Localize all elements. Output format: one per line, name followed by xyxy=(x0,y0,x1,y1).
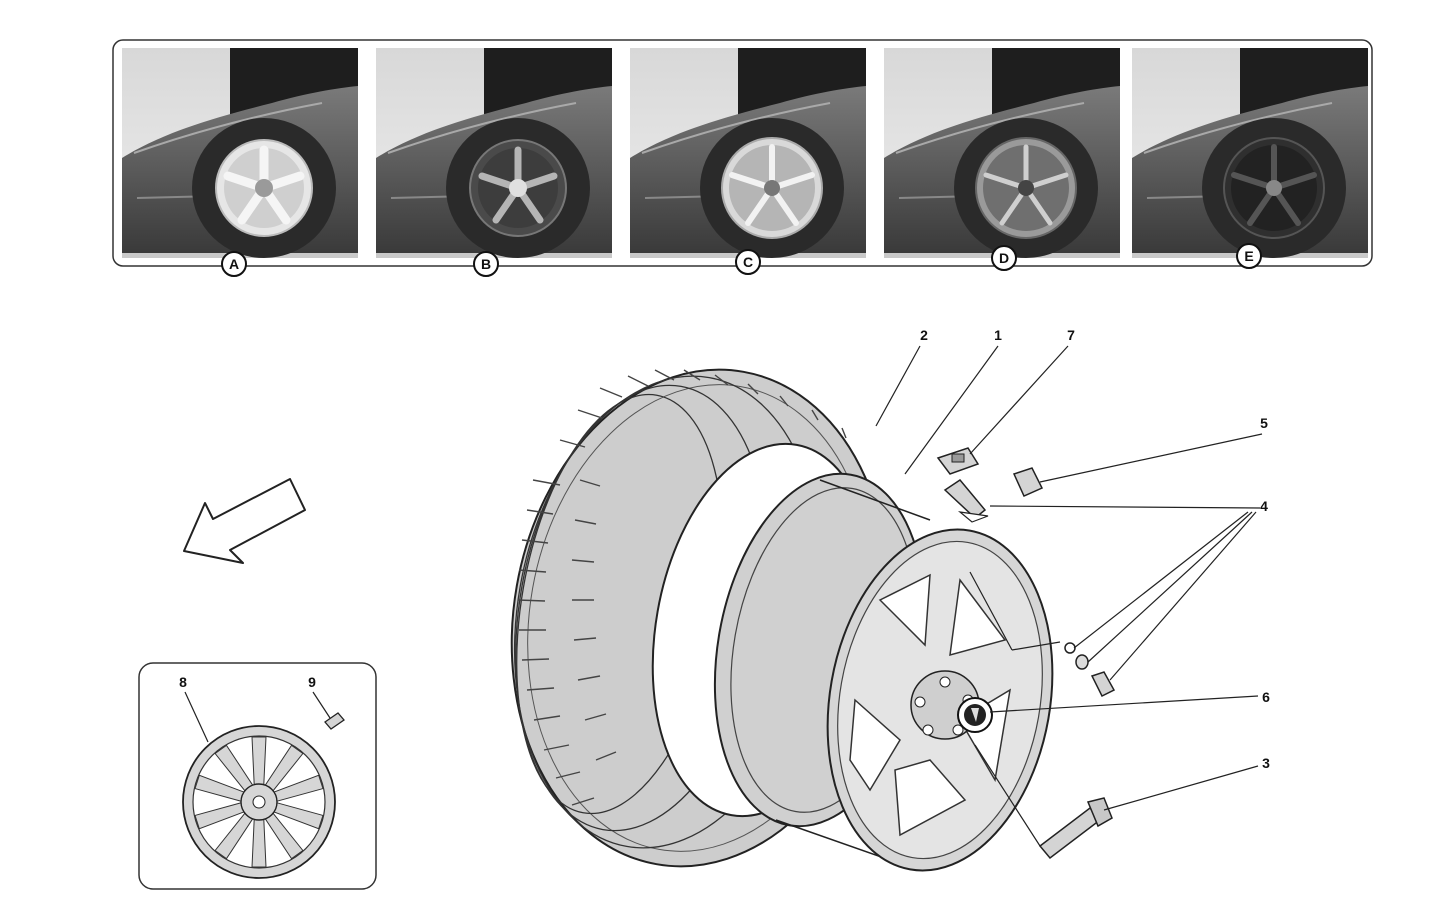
part-number-6: 6 xyxy=(1262,689,1270,705)
part-number-4: 4 xyxy=(1260,498,1268,514)
wheel-b-icon xyxy=(469,139,567,237)
part-number-9: 9 xyxy=(308,674,316,690)
variant-label-b: B xyxy=(481,256,491,272)
variant-badge-e: E xyxy=(1236,243,1262,269)
variant-photo-e[interactable] xyxy=(1131,47,1369,259)
variant-badge-a: A xyxy=(221,251,247,277)
balance-weight xyxy=(1012,467,1044,497)
variant-photo-c[interactable] xyxy=(629,47,867,259)
direction-arrow-icon xyxy=(183,478,306,564)
wheel-a-icon xyxy=(215,139,313,237)
wheel-bolt xyxy=(1038,797,1113,860)
variant-badge-b: B xyxy=(473,251,499,277)
variant-photo-a[interactable] xyxy=(121,47,359,259)
part-number-2: 2 xyxy=(920,327,928,343)
ten-spoke-wheel-icon xyxy=(182,725,336,879)
inset-valve-icon xyxy=(324,712,345,730)
variant-label-c: C xyxy=(743,254,753,270)
wheel-c-icon xyxy=(721,137,823,239)
wheel-d-icon xyxy=(975,137,1077,239)
variant-label-a: A xyxy=(229,256,239,272)
valve-parts xyxy=(1064,642,1116,698)
part-number-3: 3 xyxy=(1262,755,1270,771)
variant-badge-c: C xyxy=(735,249,761,275)
variant-label-d: D xyxy=(999,250,1009,266)
part-number-1: 1 xyxy=(994,327,1002,343)
variant-photo-d[interactable] xyxy=(883,47,1121,259)
alternative-wheel-inset: 8 9 xyxy=(138,662,377,890)
variant-photo-b[interactable] xyxy=(375,47,613,259)
tyre-valve xyxy=(943,479,989,523)
rim xyxy=(713,472,1054,872)
part-number-8: 8 xyxy=(179,674,187,690)
wheel-e-icon xyxy=(1223,137,1325,239)
part-number-7: 7 xyxy=(1067,327,1075,343)
leader-lines xyxy=(875,345,1263,847)
variant-label-e: E xyxy=(1244,248,1253,264)
center-cap xyxy=(957,697,993,733)
tpms-sensor xyxy=(936,447,980,475)
variant-badge-d: D xyxy=(991,245,1017,271)
variant-strip: A B C D E xyxy=(112,39,1373,277)
part-number-5: 5 xyxy=(1260,415,1268,431)
